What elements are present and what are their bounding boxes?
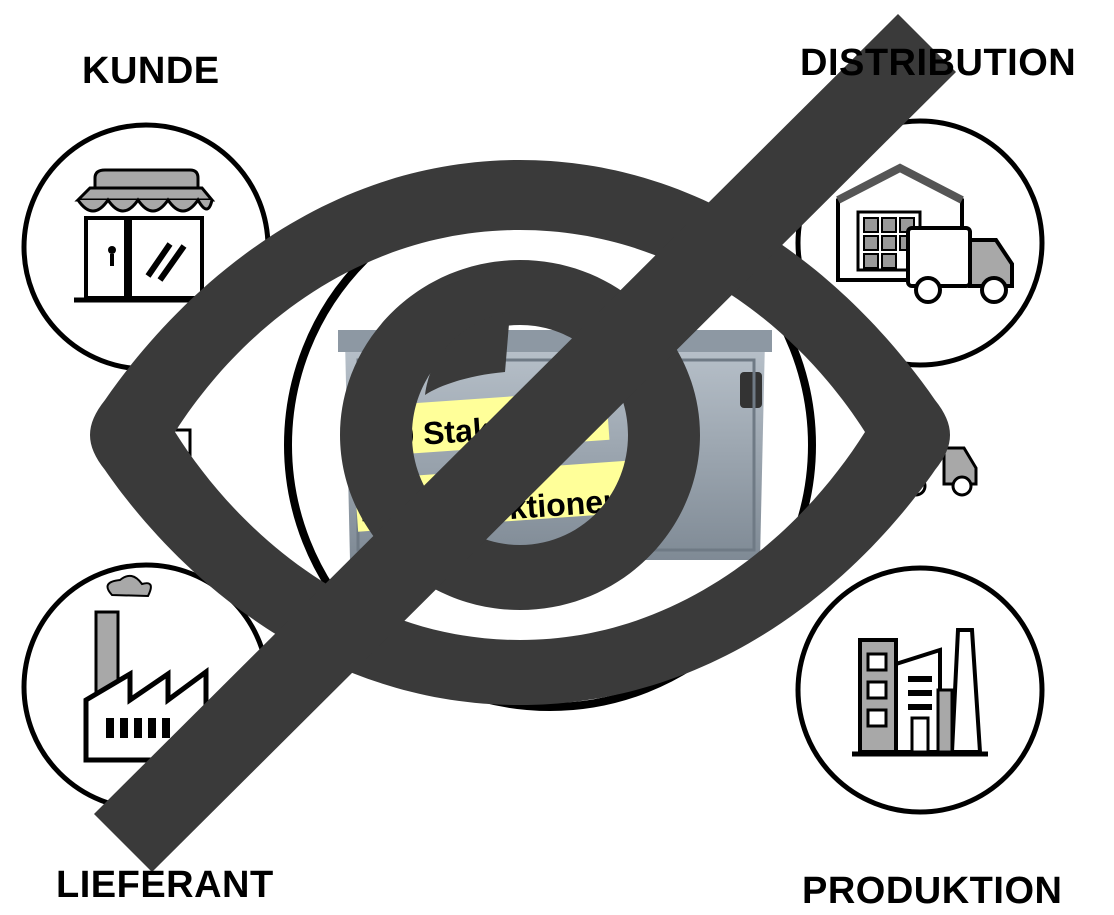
label-supplier: LIEFERANT (56, 864, 274, 906)
production-circle (795, 565, 1045, 815)
shop-icon (74, 168, 216, 303)
warehouse-truck-icon (836, 163, 1014, 304)
distribution-circle (795, 118, 1045, 368)
label-distribution: DISTRIBUTION (800, 42, 1077, 84)
label-production: PRODUKTION (802, 870, 1063, 912)
eye-slash-icon (90, 14, 956, 872)
industrial-building-icon (852, 628, 988, 757)
label-customer: KUNDE (82, 50, 220, 92)
